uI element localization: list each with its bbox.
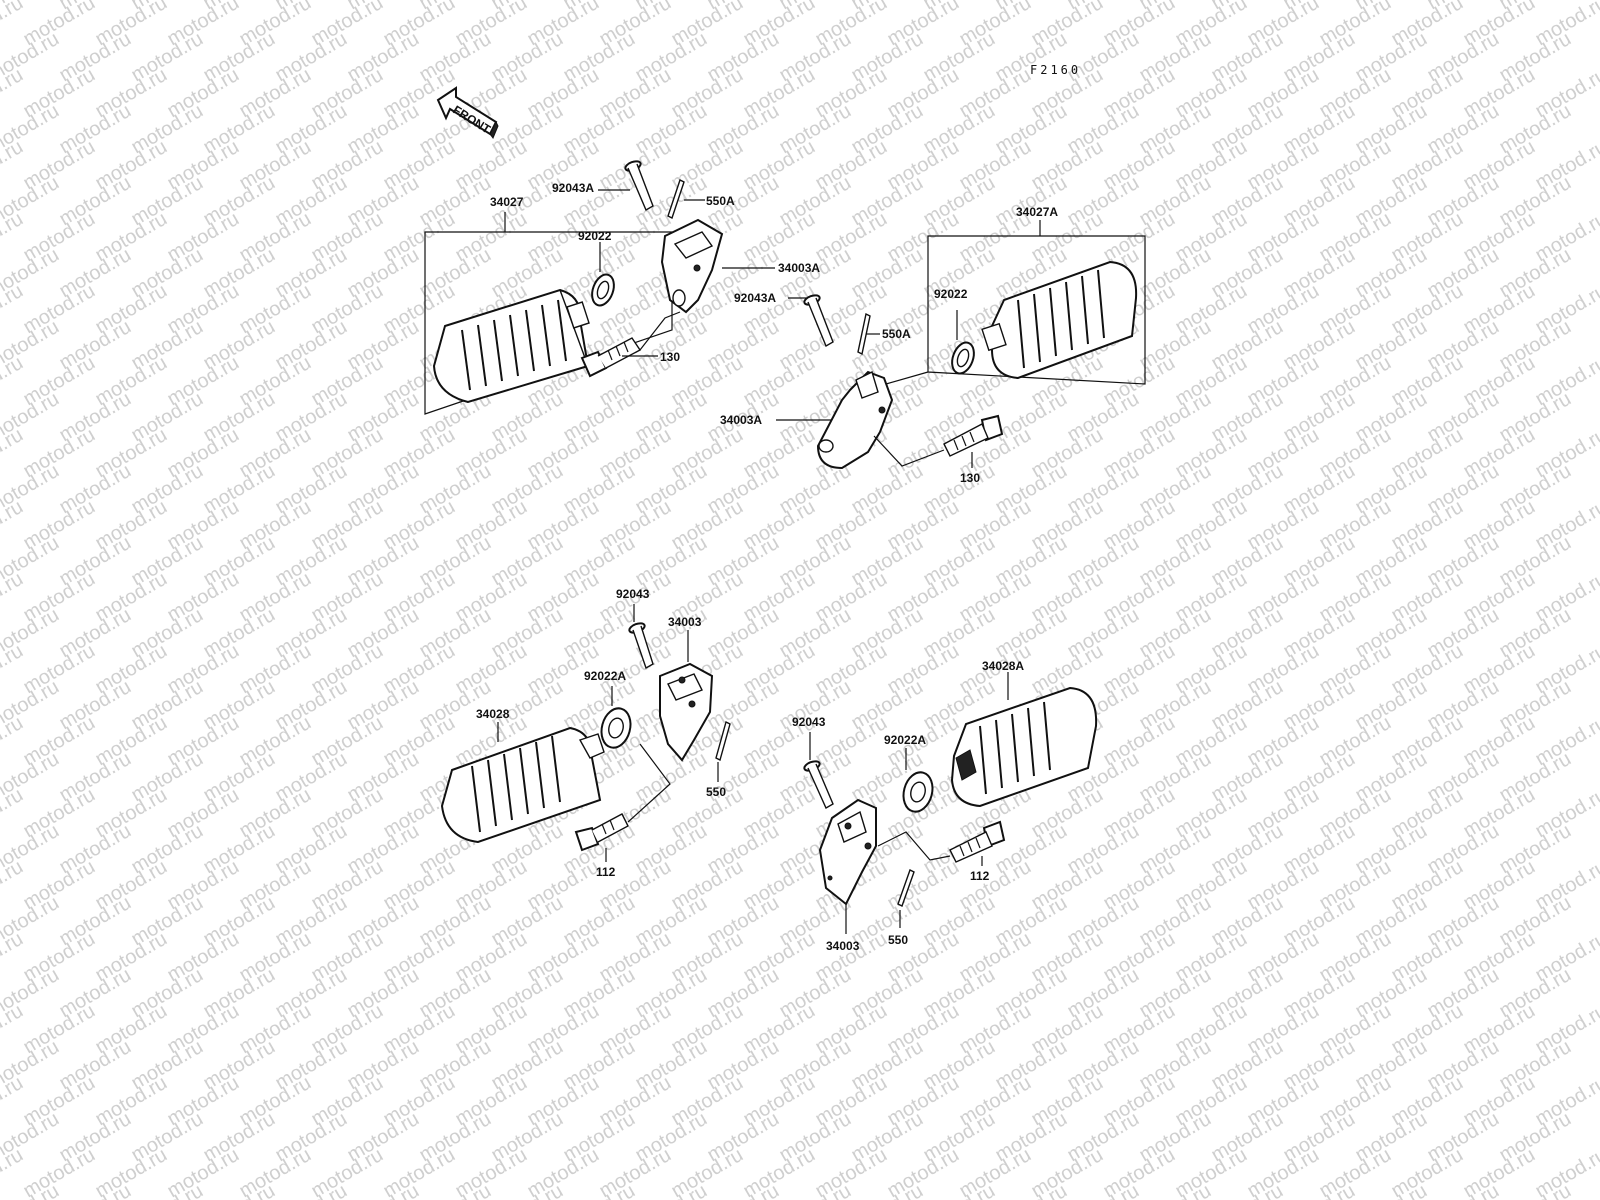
callout-92022-left: 92022: [578, 229, 612, 243]
watermark-text: motod.ru: [0, 856, 27, 915]
watermark-text: motod.ru: [0, 928, 27, 987]
watermark-text: motod.ru: [0, 0, 27, 50]
callout-92043-left: 92043: [616, 587, 650, 601]
cotter-pin-550A-right: [857, 312, 871, 356]
watermark-text: motod.ru: [0, 496, 27, 555]
rear-left-footpeg-assembly: [440, 604, 731, 862]
watermark-text: motod.ru: [0, 568, 27, 627]
footpeg-rubber-34028A: [950, 686, 1098, 808]
callout-92022A-right: 92022A: [884, 733, 926, 747]
group-outline-34027A: [927, 235, 1146, 385]
group-outline-34027: [424, 231, 673, 415]
callout-550-left: 550: [706, 785, 726, 799]
bracket-34003A-left: [660, 218, 724, 314]
rear-right-footpeg-assembly: [803, 672, 1098, 934]
front-left-footpeg-assembly: [424, 160, 775, 415]
pin-92043A-left: [624, 160, 654, 211]
watermark-text: motod.ru: [0, 64, 27, 123]
callout-34003-right: 34003: [826, 939, 860, 953]
callout-130-left: 130: [660, 350, 680, 364]
watermark-text: motod.ru: [0, 1144, 27, 1200]
watermark-text: motod.ru: [0, 208, 27, 267]
callout-550A-left: 550A: [706, 194, 735, 208]
watermark-text: motod.ru: [0, 424, 27, 483]
watermark-text: motod.ru: [0, 784, 27, 843]
watermark-text: motod.ru: [0, 640, 27, 699]
bracket-34003-left: [659, 662, 714, 762]
watermark-text: motod.ru: [0, 1072, 27, 1131]
watermark-text: motod.ru: [0, 352, 27, 411]
callout-550A-right: 550A: [882, 327, 911, 341]
callout-550-right: 550: [888, 933, 908, 947]
front-right-footpeg-assembly: [776, 220, 1146, 470]
footpeg-rubber-34027A: [981, 260, 1138, 380]
callout-34028: 34028: [476, 707, 510, 721]
bracket-34003A-right: [816, 370, 894, 470]
callout-34027A: 34027A: [1016, 205, 1058, 219]
pin-92043A-right: [803, 294, 834, 348]
watermark-text: motod.ru: [0, 1000, 27, 1059]
callout-labels: 34027 92043A 550A 92022 34003A 130 34027…: [476, 181, 1058, 953]
pin-92043-left: [628, 622, 654, 670]
callout-92022-right: 92022: [934, 287, 968, 301]
bolt-112-right: [949, 820, 1006, 863]
bolt-130-right: [943, 414, 1004, 457]
callout-92043-right: 92043: [792, 715, 826, 729]
callout-34027: 34027: [490, 195, 524, 209]
callout-92022A-left: 92022A: [584, 669, 626, 683]
watermark-text: motod.ru: [0, 280, 27, 339]
callout-34003A-left: 34003A: [778, 261, 820, 275]
callout-34028A: 34028A: [982, 659, 1024, 673]
watermark-text: motod.ru: [0, 712, 27, 771]
callout-112-left: 112: [596, 865, 616, 879]
callout-92043A-left: 92043A: [552, 181, 594, 195]
watermark-text: motod.ru: [0, 136, 27, 195]
callout-130-right: 130: [960, 471, 980, 485]
callout-34003-left: 34003: [668, 615, 702, 629]
bolt-130-left: [580, 337, 642, 378]
cotter-pin-550-left: [715, 720, 731, 762]
callout-34003A-right: 34003A: [720, 413, 762, 427]
callout-112-right: 112: [970, 869, 990, 883]
reference-code: F2160: [1030, 63, 1081, 77]
cotter-pin-550-right: [897, 869, 915, 907]
bolt-112-left: [574, 813, 629, 852]
cotter-pin-550A-left: [667, 179, 685, 219]
callout-92043A-right: 92043A: [734, 291, 776, 305]
pin-92043-right: [803, 760, 834, 809]
footpeg-rubber-34028: [440, 726, 605, 844]
bracket-34003-right: [818, 798, 877, 906]
